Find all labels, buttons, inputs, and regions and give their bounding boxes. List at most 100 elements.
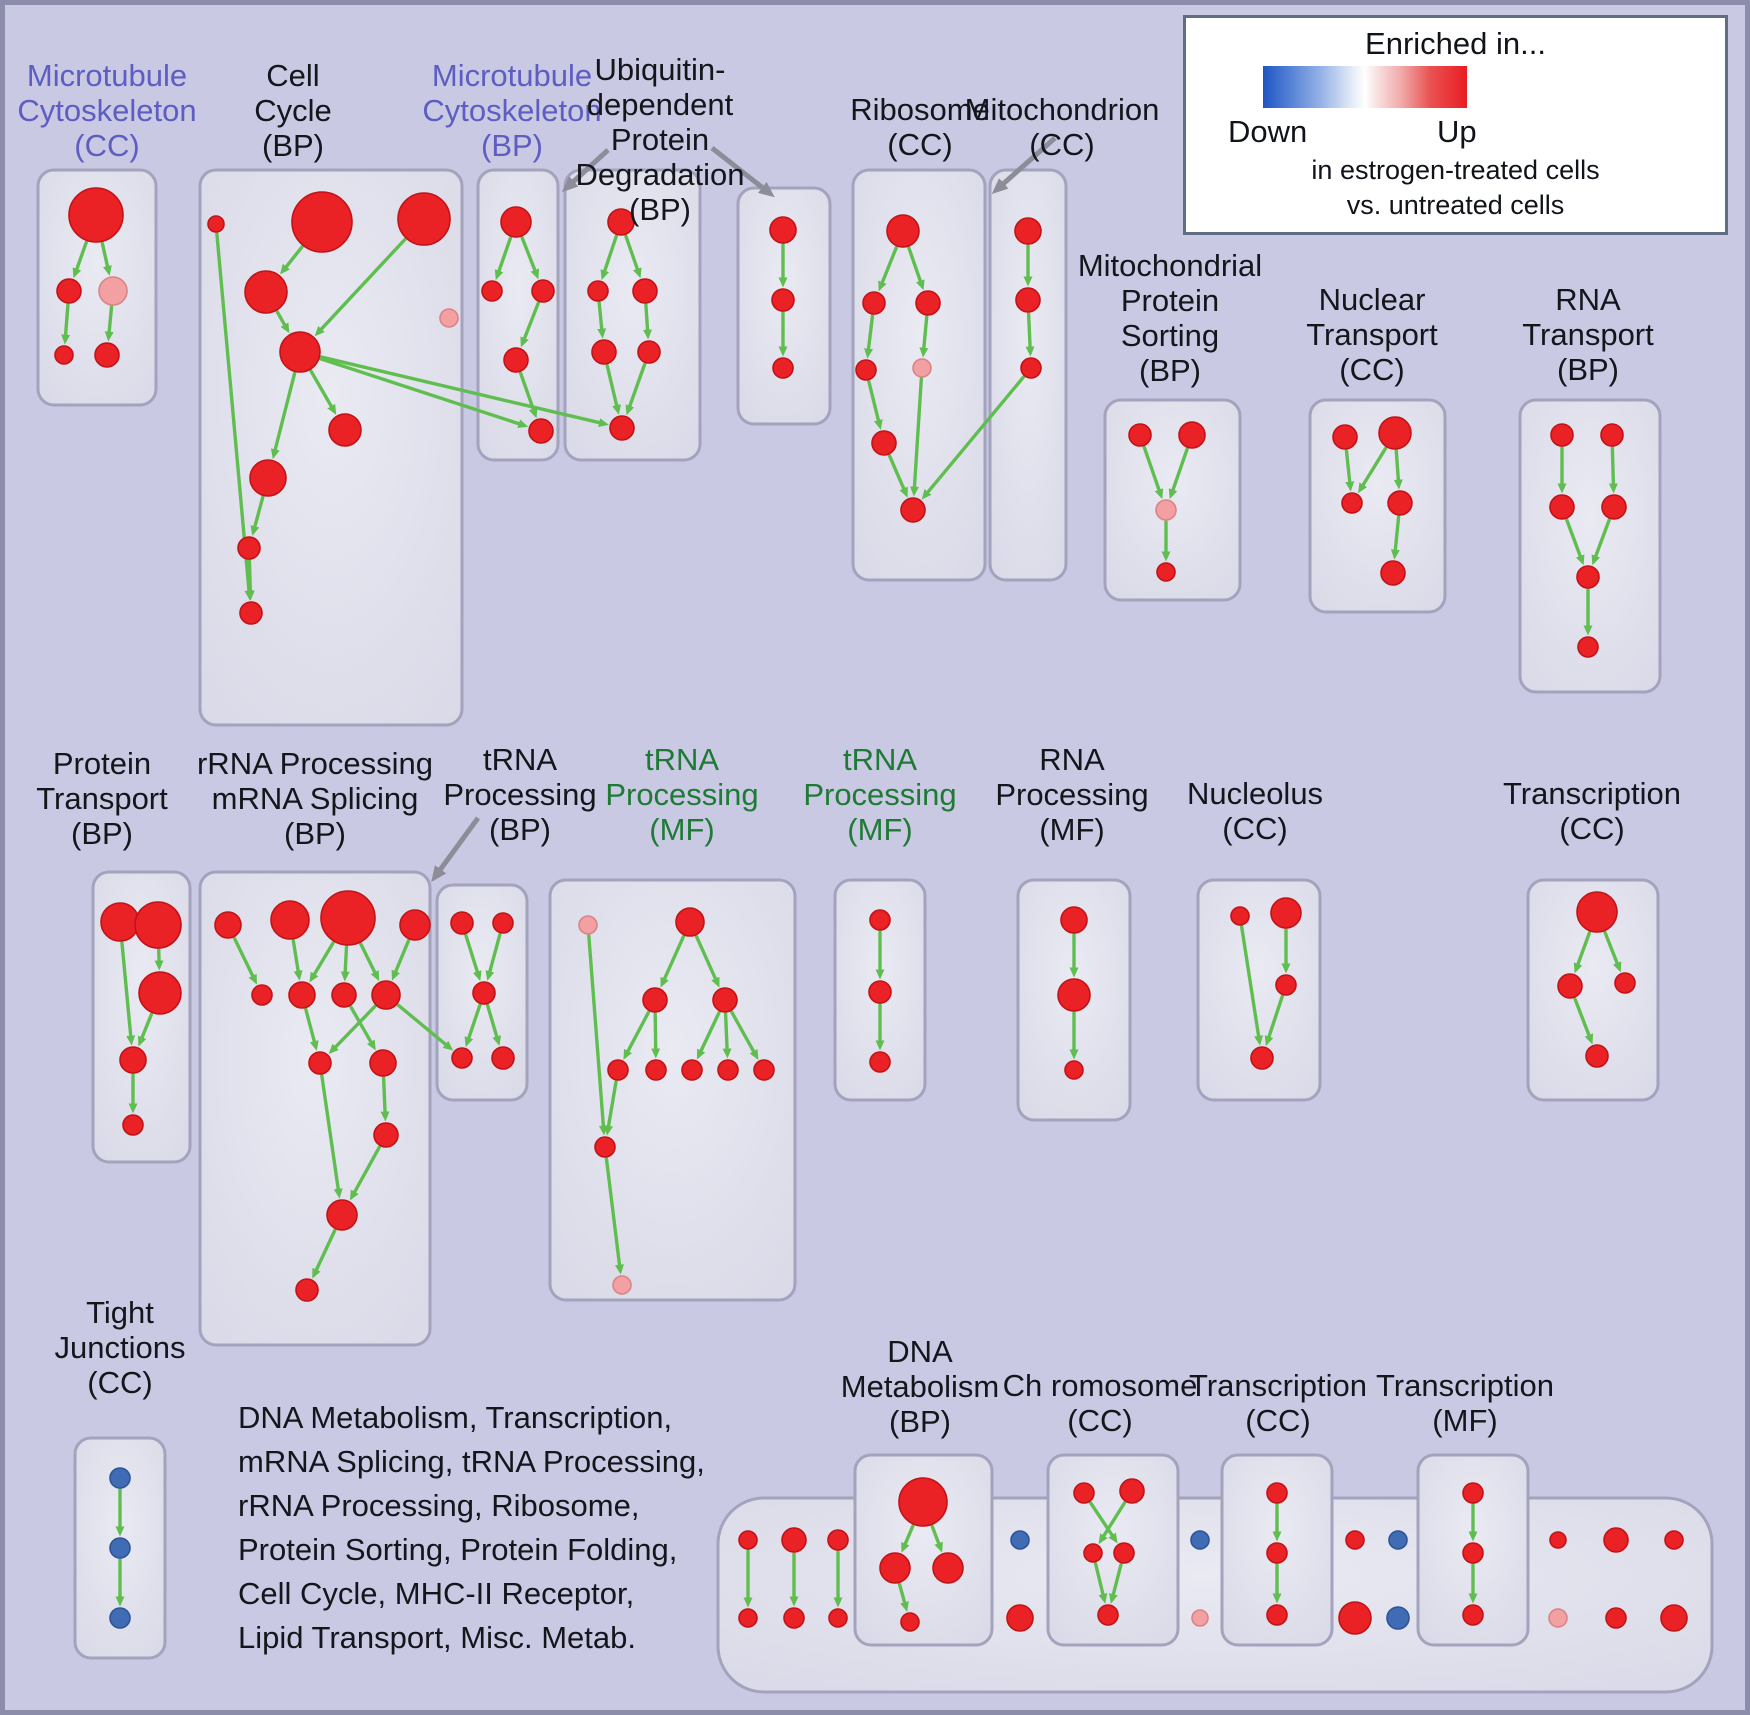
trna-processing-mf-1-node-4 bbox=[607, 1059, 629, 1081]
transcription-mf-node-1 bbox=[1462, 1542, 1484, 1564]
misc-clusters-node-9 bbox=[1664, 1530, 1684, 1550]
misc-clusters-node-3 bbox=[1010, 1530, 1030, 1550]
transcription-cc-mid-node-1 bbox=[1557, 973, 1583, 999]
cell-cycle-bp-edge-1 bbox=[314, 237, 407, 337]
trna-processing-bp-node-2 bbox=[472, 981, 496, 1005]
nucleolus-cc-box bbox=[1196, 878, 1322, 1102]
transcription-cc-bottom-node-1 bbox=[1266, 1542, 1288, 1564]
cross-edge-3 bbox=[396, 1003, 454, 1051]
trna-processing-mf-1-edge-7 bbox=[587, 934, 608, 1136]
misc-clusters-caption: DNA Metabolism, Transcription, mRNA Spli… bbox=[238, 1400, 705, 1655]
nuclear-transport-cc-node-3 bbox=[1387, 490, 1413, 516]
rna-transport-bp-edge-3 bbox=[1591, 518, 1611, 566]
rrna-processing-mrna-splicing-bp-edge-7 bbox=[328, 1004, 377, 1055]
ribosome-cc-node-4 bbox=[912, 358, 932, 378]
dna-metabolism-bp-edge-1 bbox=[930, 1524, 943, 1553]
nuclear-transport-cc-edge-3 bbox=[1390, 515, 1401, 560]
microtubule-cytoskeleton-cc-node-0 bbox=[68, 187, 124, 243]
nuclear-transport-cc-edge-2 bbox=[1393, 449, 1403, 490]
nuclear-transport-cc-node-0 bbox=[1332, 424, 1358, 450]
trna-processing-mf-1-edge-9 bbox=[604, 1157, 624, 1275]
trna-processing-mf-1-node-6 bbox=[681, 1059, 703, 1081]
nucleolus-cc-edge-2 bbox=[1264, 994, 1284, 1047]
rrna-processing-mrna-splicing-bp-node-1 bbox=[270, 900, 310, 940]
microtubule-cytoskeleton-bp-box bbox=[476, 168, 560, 462]
misc-clusters-node-12 bbox=[828, 1608, 848, 1628]
ribosome-cc-edge-5 bbox=[887, 454, 908, 498]
microtubule-cytoskeleton-bp-node-3 bbox=[503, 347, 529, 373]
trna-processing-bp-node-1 bbox=[492, 912, 514, 934]
rrna-processing-mrna-splicing-bp-node-3 bbox=[399, 909, 431, 941]
ribosome-cc-node-2 bbox=[915, 290, 941, 316]
cell-cycle-bp-node-6 bbox=[328, 413, 362, 447]
microtubule-cytoskeleton-cc-edge-3 bbox=[104, 305, 114, 342]
chromosome-cc-node-3 bbox=[1113, 1542, 1135, 1564]
microtubule-cytoskeleton-cc-edge-2 bbox=[61, 303, 71, 345]
annotation-arrow-2 bbox=[710, 146, 775, 198]
microtubule-cytoskeleton-cc-node-3 bbox=[54, 345, 74, 365]
transcription-mf-node-0 bbox=[1462, 1482, 1484, 1504]
microtubule-cytoskeleton-bp-node-1 bbox=[481, 280, 503, 302]
cell-cycle-bp-node-7 bbox=[249, 459, 287, 497]
rrna-processing-mrna-splicing-bp-edge-11 bbox=[349, 1145, 381, 1201]
nucleolus-cc-node-0 bbox=[1230, 906, 1250, 926]
trna-processing-mf-1-node-3 bbox=[712, 987, 738, 1013]
transcription-cc-bottom-node-0 bbox=[1266, 1482, 1288, 1504]
microtubule-cytoskeleton-bp-edge-2 bbox=[520, 301, 540, 348]
trna-processing-mf-1-edge-5 bbox=[722, 1012, 732, 1059]
misc-clusters-node-11 bbox=[783, 1607, 805, 1629]
rrna-processing-mrna-splicing-bp-node-5 bbox=[288, 981, 316, 1009]
trna-processing-mf-1-node-0 bbox=[578, 915, 598, 935]
cell-cycle-bp-edge-4 bbox=[270, 371, 297, 460]
trna-processing-mf-1-edge-0 bbox=[660, 934, 686, 988]
misc-clusters-node-17 bbox=[1548, 1608, 1568, 1628]
trna-processing-bp-edge-0 bbox=[464, 933, 482, 982]
cell-cycle-bp-node-1 bbox=[291, 191, 353, 253]
chromosome-cc-edge-2 bbox=[1093, 1561, 1108, 1604]
cell-cycle-bp-edge-2 bbox=[275, 310, 290, 334]
ubiquitin-degradation-bp-2-node-0 bbox=[769, 216, 797, 244]
cell-cycle-bp-node-3 bbox=[244, 270, 288, 314]
nucleolus-cc-edge-0 bbox=[1239, 925, 1264, 1046]
legend-up-label: Up bbox=[1437, 114, 1477, 149]
ubiquitin-degradation-bp-1-node-3 bbox=[591, 339, 617, 365]
protein-transport-bp-node-0 bbox=[100, 902, 140, 942]
cell-cycle-bp-node-8 bbox=[237, 536, 261, 560]
transcription-cc-mid-edge-2 bbox=[1573, 997, 1594, 1045]
trna-processing-mf-1-edge-3 bbox=[651, 1012, 661, 1059]
legend-subtitle-line1: in estrogen-treated cells bbox=[1311, 155, 1600, 185]
nuclear-transport-cc-box bbox=[1308, 398, 1447, 614]
ribosome-cc-edge-3 bbox=[919, 315, 929, 358]
dna-metabolism-bp-node-3 bbox=[900, 1612, 920, 1632]
trna-processing-mf-2-node-1 bbox=[868, 980, 892, 1004]
dna-metabolism-bp-node-0 bbox=[898, 1477, 948, 1527]
ubiquitin-degradation-bp-1-node-1 bbox=[587, 280, 609, 302]
annotation-arrow-4 bbox=[431, 816, 481, 883]
legend-gradient-bar bbox=[1263, 66, 1467, 108]
mitochondrial-protein-sorting-bp-node-1 bbox=[1178, 421, 1206, 449]
rrna-processing-mrna-splicing-bp-edge-3 bbox=[340, 945, 350, 982]
rrna-processing-mrna-splicing-bp-node-0 bbox=[214, 911, 242, 939]
cell-cycle-bp-node-4 bbox=[439, 308, 459, 328]
trna-processing-mf-1-node-2 bbox=[642, 987, 668, 1013]
mitochondrial-protein-sorting-bp-node-2 bbox=[1155, 499, 1177, 521]
trna-processing-mf-1-node-8 bbox=[753, 1059, 775, 1081]
trna-processing-mf-2-node-0 bbox=[869, 909, 891, 931]
annotation-arrow-3 bbox=[991, 136, 1057, 194]
microtubule-cytoskeleton-bp-node-4 bbox=[528, 418, 554, 444]
trna-processing-bp-node-4 bbox=[491, 1046, 515, 1070]
misc-clusters-node-16 bbox=[1386, 1606, 1410, 1630]
rna-transport-bp-node-0 bbox=[1550, 423, 1574, 447]
nuclear-transport-cc-node-1 bbox=[1378, 416, 1412, 450]
trna-processing-bp-node-3 bbox=[451, 1047, 473, 1069]
protein-transport-bp-node-1 bbox=[134, 901, 182, 949]
transcription-cc-mid-node-0 bbox=[1576, 891, 1618, 933]
rrna-processing-mrna-splicing-bp-edge-2 bbox=[309, 941, 335, 983]
trna-processing-mf-1-edge-6 bbox=[730, 1010, 759, 1060]
mitochondrion-cc-node-2 bbox=[1020, 357, 1042, 379]
chromosome-cc-edge-3 bbox=[1109, 1562, 1123, 1604]
cross-edge-0 bbox=[319, 357, 529, 428]
mitochondrial-protein-sorting-bp-edge-1 bbox=[1168, 447, 1189, 500]
transcription-cc-mid-box bbox=[1526, 878, 1660, 1102]
cell-cycle-bp-edge-3 bbox=[309, 369, 337, 415]
